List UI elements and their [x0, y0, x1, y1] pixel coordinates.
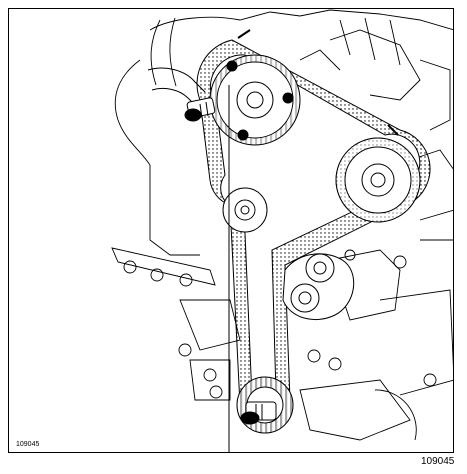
idler-roller [305, 253, 335, 283]
figure-id-large: 109045 [421, 456, 455, 467]
camshaft-pin-tool [184, 97, 216, 122]
camshaft-pulley-right [335, 137, 421, 223]
camshaft-pulley-left [209, 54, 301, 146]
belt-alignment-marks [237, 29, 399, 136]
figure-id-small: 109045 [16, 441, 40, 448]
bolts [123, 249, 437, 399]
tensioner-roller [222, 187, 268, 233]
coolant-hose [8, 67, 206, 140]
figure-frame [8, 8, 454, 453]
crankshaft-locking-tool [240, 401, 277, 425]
